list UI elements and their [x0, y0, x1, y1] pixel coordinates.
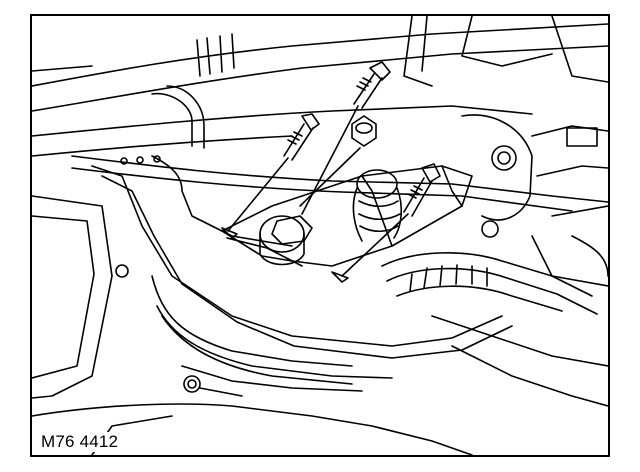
illustration-frame: M76 4412 [30, 14, 610, 457]
mounting-nut [271, 215, 313, 245]
upper-body-panel [32, 16, 608, 157]
gearbox-housing [461, 114, 608, 287]
figure-code: M76 4412 [38, 432, 122, 452]
mount-base [259, 215, 313, 266]
lower-assembly [381, 251, 608, 407]
mount-bush [352, 169, 403, 242]
side-member [32, 155, 161, 399]
crossmember [71, 155, 608, 359]
flange-nut [299, 115, 377, 207]
mounting-hole [153, 155, 161, 163]
heat-shield [32, 275, 473, 455]
mounting-hole [120, 157, 128, 165]
bolt-right [331, 163, 441, 283]
bolt-left [221, 113, 320, 239]
mounting-hole [136, 156, 144, 164]
technical-illustration [32, 16, 608, 455]
lower-bolt [183, 375, 243, 397]
mounting-hole [115, 264, 129, 278]
